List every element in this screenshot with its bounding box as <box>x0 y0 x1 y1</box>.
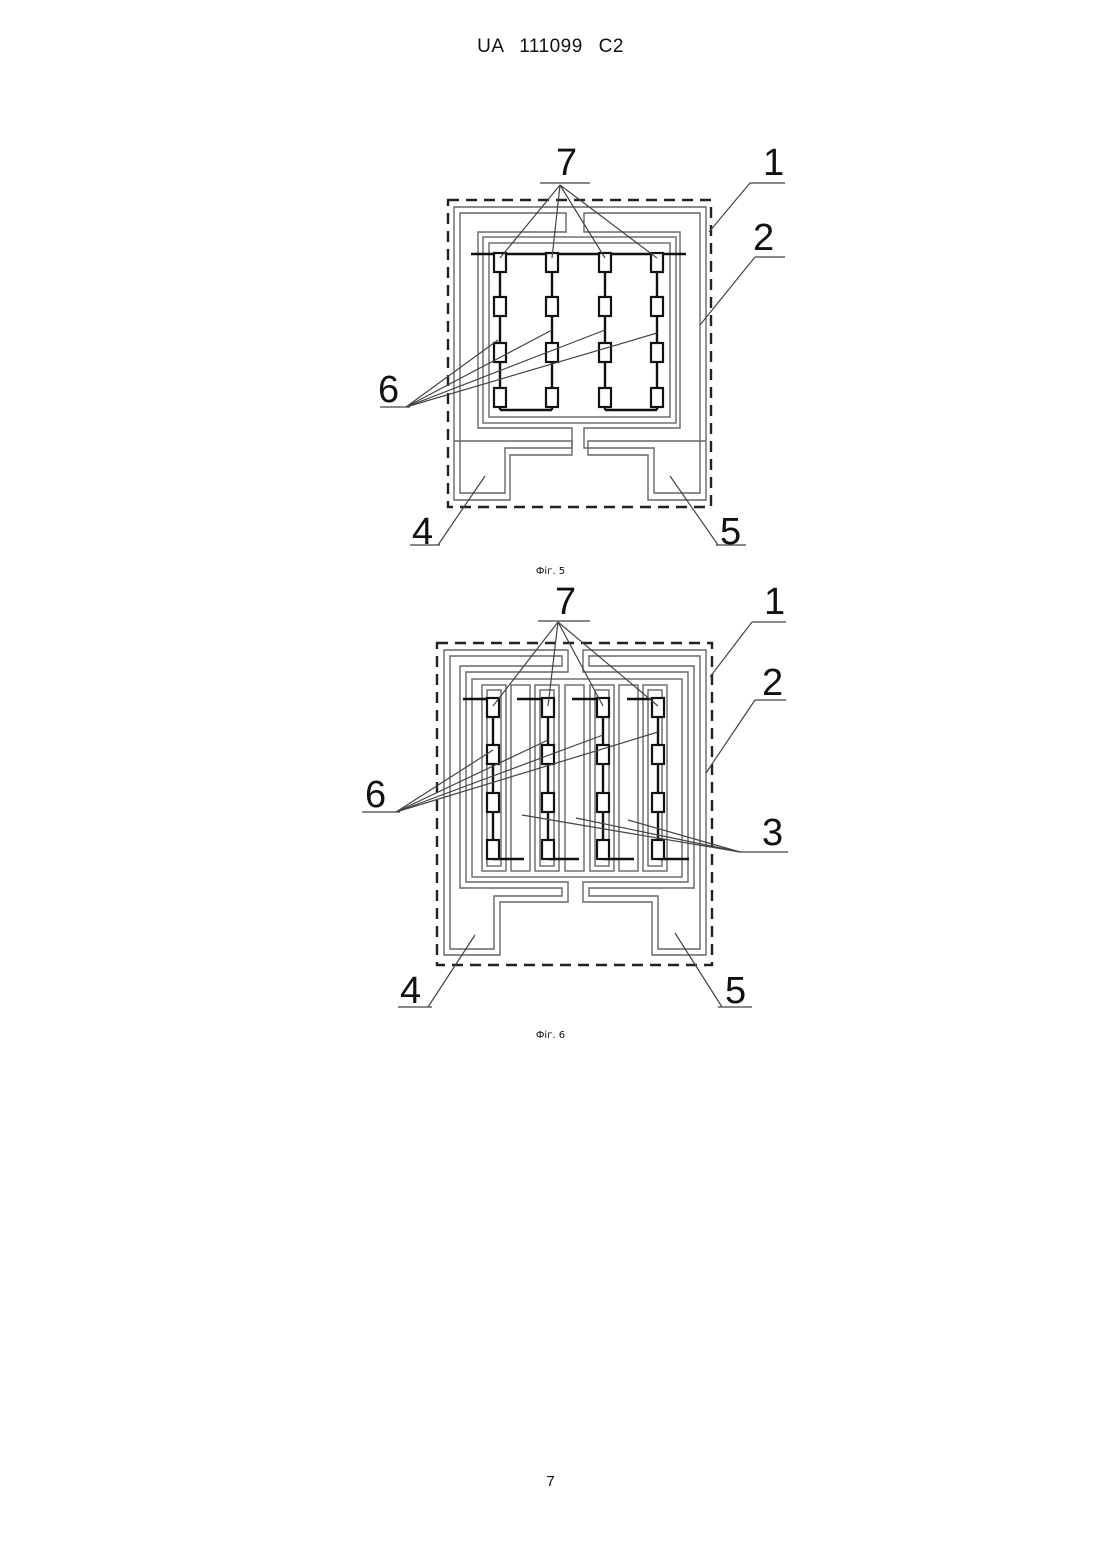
ref-label-5: 5 <box>720 511 741 553</box>
figure-6-caption: Фіг. 6 <box>0 1030 1101 1041</box>
ref-label-2: 2 <box>762 662 783 704</box>
ref-label-3: 3 <box>762 812 783 854</box>
ref-label-4: 4 <box>412 511 433 553</box>
ref-label-1: 1 <box>764 581 785 623</box>
page-number: 7 <box>0 1473 1101 1490</box>
inner-plate <box>472 679 682 877</box>
boundary-dashed <box>448 200 711 507</box>
ref-label-7: 7 <box>556 142 577 184</box>
ref-label-5: 5 <box>725 970 746 1012</box>
boundary-dashed <box>437 643 712 965</box>
ref-label-7: 7 <box>555 581 576 623</box>
housing-outer <box>572 207 706 500</box>
ref-label-2: 2 <box>753 217 774 259</box>
element-grid <box>494 253 663 407</box>
figure-6-drawing: 7 1 2 6 3 4 5 <box>0 575 1101 1045</box>
patent-header: UA 111099 C2 <box>0 36 1101 58</box>
ref-label-6: 6 <box>365 774 386 816</box>
inner-plate <box>483 237 676 423</box>
strip-group <box>482 685 667 871</box>
ref-label-4: 4 <box>400 970 421 1012</box>
ref-label-1: 1 <box>763 142 784 184</box>
ref-label-6: 6 <box>378 369 399 411</box>
figure-5-drawing: 7 1 2 6 4 5 <box>0 130 1101 590</box>
